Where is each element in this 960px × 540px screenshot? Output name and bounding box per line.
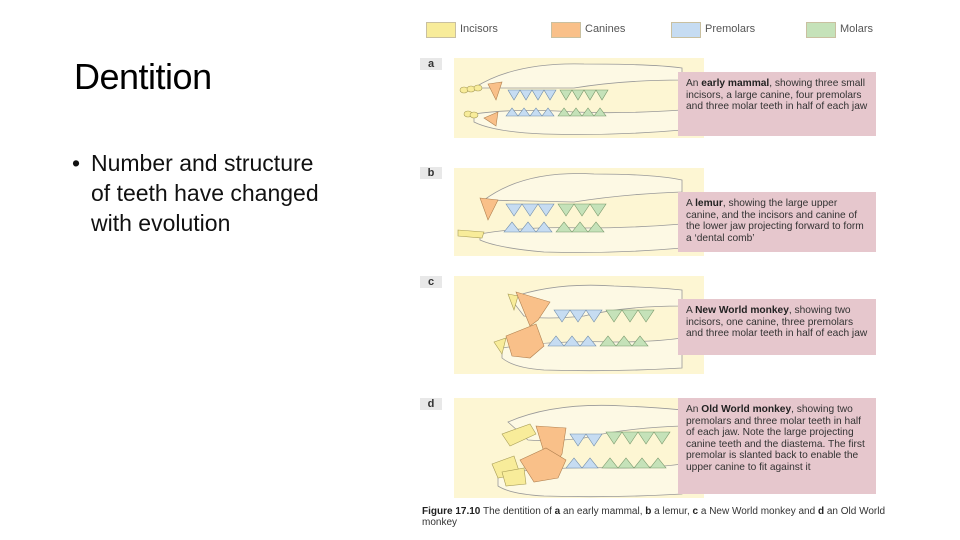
- old-world-monkey-jaw-image: [491, 404, 683, 498]
- figure-caption-letter: b: [645, 506, 652, 517]
- caption-a: An early mammal, showing three small inc…: [678, 72, 876, 136]
- figure-caption-letter: d: [817, 506, 825, 517]
- figure-caption-text: a lemur,: [651, 506, 693, 517]
- caption-text: , showing the large upper canine, and th…: [686, 198, 864, 244]
- slide-title: Dentition: [74, 56, 212, 97]
- panel-letter-d: d: [420, 398, 442, 410]
- dentition-figure: Incisors Canines Premolars Molars a: [416, 18, 896, 530]
- figure-caption-letter: c: [692, 506, 699, 517]
- new-world-monkey-jaw-image: [493, 284, 683, 372]
- panel-letter-b: b: [420, 167, 442, 179]
- bullet-list: • Number and structure of teeth have cha…: [72, 148, 322, 238]
- figure-caption-text: a New World monkey and: [698, 506, 818, 517]
- lemur-jaw-image: [457, 173, 683, 253]
- figure-caption-text: The dentition of: [480, 506, 555, 517]
- caption-text: , showing two premolars and three molar …: [686, 404, 865, 473]
- figure-caption-text: an Old World monkey: [422, 506, 886, 528]
- caption-text: An: [686, 404, 702, 415]
- caption-animal-name: Old World monkey: [701, 404, 792, 415]
- caption-d: An Old World monkey, showing two premola…: [678, 398, 876, 494]
- panel-letter-c: c: [420, 276, 442, 288]
- caption-text: An: [686, 78, 702, 89]
- caption-animal-name: New World monkey: [695, 305, 789, 316]
- premolar-swatch-icon: [671, 22, 701, 38]
- legend-label: Molars: [840, 23, 874, 35]
- figure-caption-label: Figure 17.10: [422, 506, 481, 517]
- early-mammal-jaw-image: [459, 63, 683, 135]
- legend-label: Incisors: [460, 23, 498, 35]
- bullet-item: • Number and structure of teeth have cha…: [72, 148, 322, 238]
- tooth-legend: Incisors Canines Premolars Molars: [416, 18, 896, 42]
- caption-c: A New World monkey, showing two incisors…: [678, 299, 876, 355]
- incisor-swatch-icon: [426, 22, 456, 38]
- figure-caption-letter: a: [554, 506, 561, 517]
- caption-animal-name: early mammal: [701, 78, 770, 89]
- canine-swatch-icon: [551, 22, 581, 38]
- figure-caption: Figure 17.10 The dentition of a an early…: [422, 506, 892, 528]
- legend-label: Canines: [585, 23, 626, 35]
- bullet-text: Number and structure of teeth have chang…: [91, 150, 319, 236]
- figure-caption-text: an early mammal,: [560, 506, 646, 517]
- caption-text: , showing three small incisors, a large …: [686, 78, 868, 113]
- caption-text: , showing two incisors, one canine, thre…: [686, 305, 868, 340]
- caption-animal-name: lemur: [695, 198, 723, 209]
- caption-b: A lemur, showing the large upper canine,…: [678, 192, 876, 252]
- legend-label: Premolars: [705, 23, 756, 35]
- caption-text: A: [686, 198, 696, 209]
- panel-letter-a: a: [420, 58, 442, 70]
- molar-swatch-icon: [806, 22, 836, 38]
- bullet-dot-icon: •: [72, 150, 81, 176]
- caption-text: A: [686, 305, 696, 316]
